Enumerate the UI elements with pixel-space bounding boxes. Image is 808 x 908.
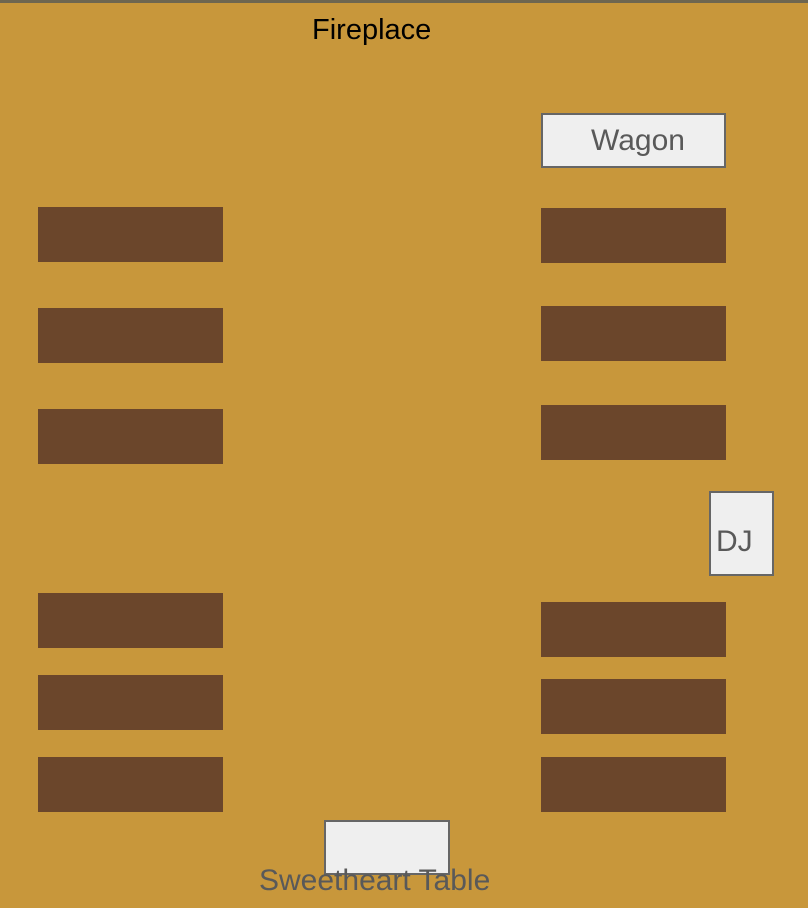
wagon-label: Wagon (591, 124, 685, 157)
guest-table-left-2 (38, 308, 223, 363)
top-wall (0, 0, 808, 3)
sweetheart-table-label: Sweetheart Table (259, 864, 491, 897)
wagon-box: Wagon (541, 113, 726, 168)
guest-table-right-2 (541, 306, 726, 361)
guest-table-left-1 (38, 207, 223, 262)
fireplace-label: Fireplace (312, 14, 432, 46)
dj-box: DJ (709, 491, 774, 576)
dj-label: DJ (716, 525, 753, 558)
guest-table-right-5 (541, 679, 726, 734)
guest-table-right-6 (541, 757, 726, 812)
sweetheart-table-box (324, 820, 450, 875)
guest-table-left-3 (38, 409, 223, 464)
guest-table-right-4 (541, 602, 726, 657)
guest-table-right-3 (541, 405, 726, 460)
guest-table-left-4 (38, 593, 223, 648)
guest-table-left-6 (38, 757, 223, 812)
guest-table-left-5 (38, 675, 223, 730)
guest-table-right-1 (541, 208, 726, 263)
